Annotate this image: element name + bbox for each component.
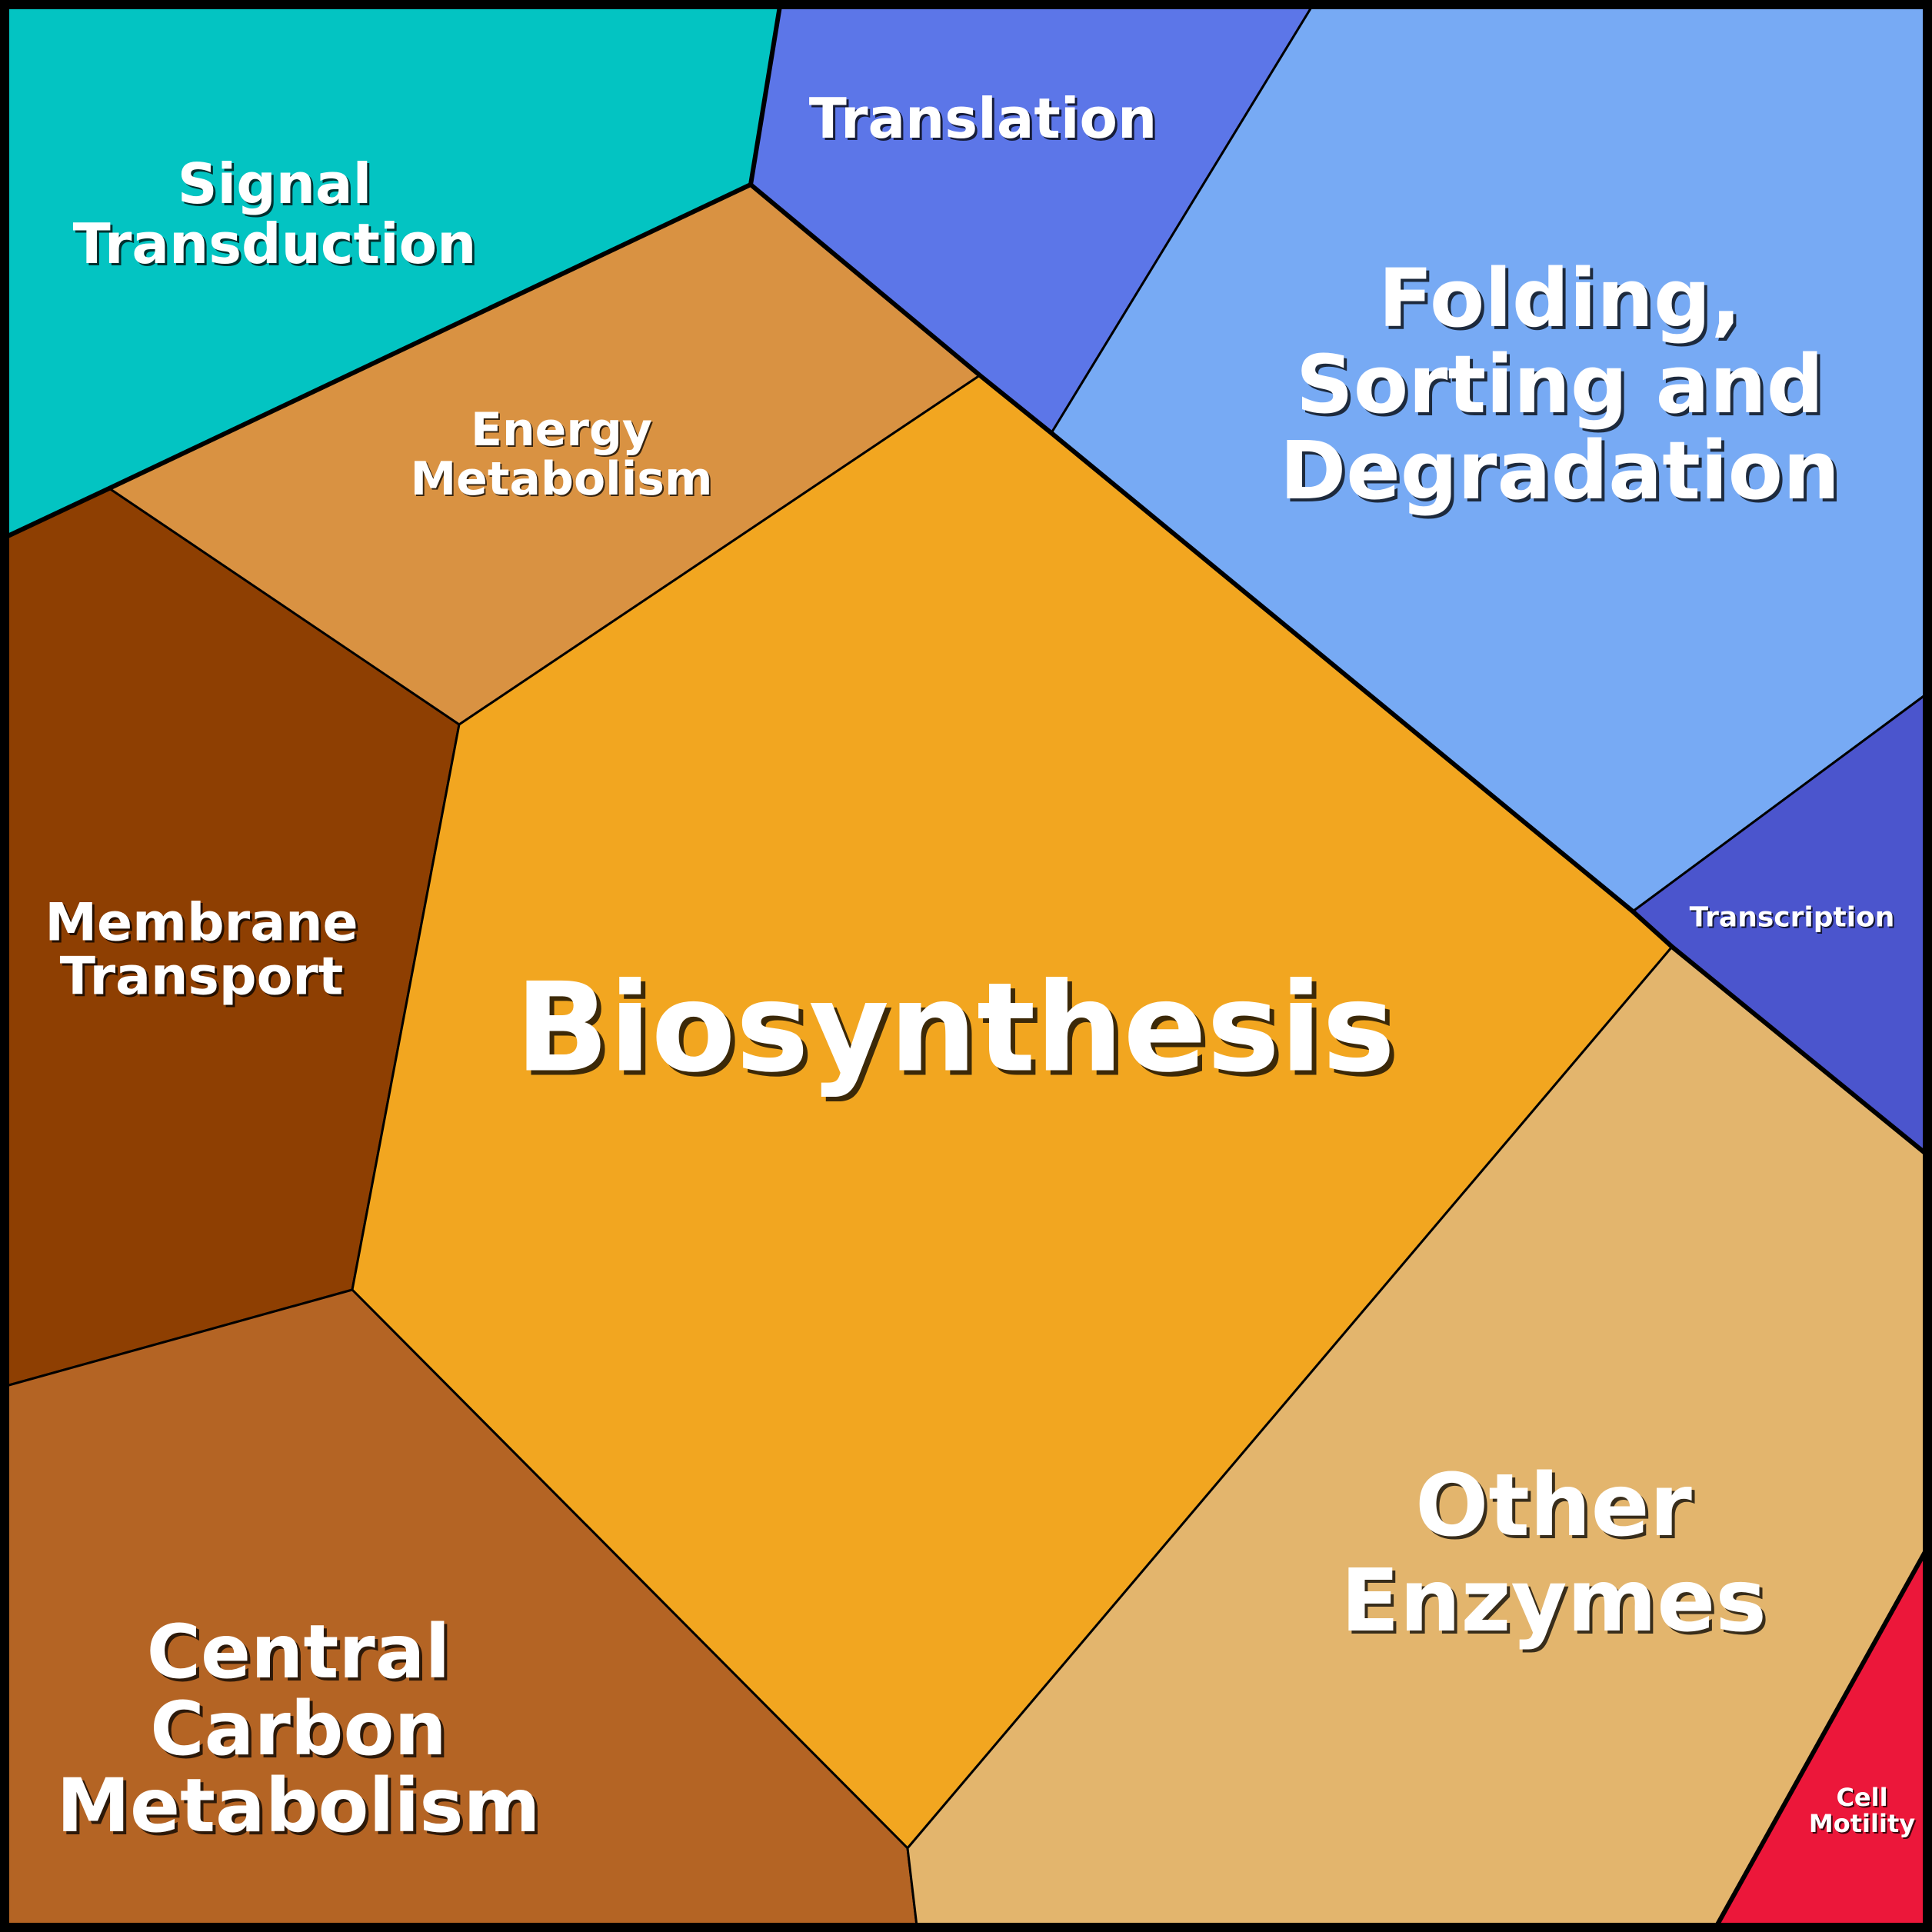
label-shadow: Cell <box>1837 1784 1889 1814</box>
group-boundary <box>748 182 1928 1156</box>
label-line: Membrane <box>45 893 358 954</box>
label-shadow: Energy <box>472 405 654 458</box>
group-borders <box>4 4 1928 1928</box>
label-central-carbon-metabolism: CentralCentralCarbonCarbonMetabolismMeta… <box>57 1609 544 1852</box>
label-line: Enzymes <box>1341 1551 1767 1651</box>
label-line: Motility <box>1809 1809 1915 1838</box>
label-shadow: Central <box>150 1612 454 1698</box>
label-shadow: Transport <box>62 949 346 1010</box>
label-shadow: Enzymes <box>1344 1554 1770 1654</box>
label-shadow: Transduction <box>75 214 479 278</box>
label-shadow: Other <box>1418 1459 1695 1559</box>
group-boundary <box>4 4 782 539</box>
label-shadow: Motility <box>1810 1810 1917 1840</box>
label-line: Translation <box>809 86 1158 151</box>
label-shadow: Biosynthesis <box>520 961 1400 1104</box>
group-boundary <box>1714 1548 1928 1928</box>
label-line: Other <box>1415 1456 1692 1556</box>
label-shadow: Signal <box>180 154 375 218</box>
label-line: Transcription <box>1690 902 1895 934</box>
label-line: Sorting and <box>1296 338 1824 431</box>
label-line: Cell <box>1836 1783 1887 1812</box>
label-shadow: Membrane <box>47 895 360 956</box>
label-shadow: Translation <box>811 88 1160 153</box>
label-line: Folding, <box>1378 251 1741 345</box>
label-line: Metabolism <box>410 452 712 506</box>
labels-layer: SignalSignalTransductionTransductionTran… <box>45 86 1917 1852</box>
label-line: Carbon <box>150 1686 447 1772</box>
label-line: Transduction <box>73 212 477 276</box>
label-line: Biosynthesis <box>515 956 1395 1100</box>
label-shadow: Metabolism <box>411 454 714 508</box>
label-shadow: Metabolism <box>60 1766 544 1852</box>
label-shadow: Sorting and <box>1299 341 1827 435</box>
label-shadow: Carbon <box>153 1689 450 1775</box>
label-line: Degradation <box>1280 424 1840 518</box>
label-line: Central <box>147 1609 451 1695</box>
label-line: Signal <box>178 152 372 216</box>
label-shadow: Degradation <box>1283 427 1843 521</box>
label-line: Metabolism <box>57 1763 541 1849</box>
label-line: Transport <box>60 947 344 1008</box>
cells-layer <box>5 5 1927 1927</box>
label-line: Energy <box>471 403 652 457</box>
label-shadow: Transcription <box>1691 904 1897 935</box>
label-shadow: Folding, <box>1381 255 1744 348</box>
